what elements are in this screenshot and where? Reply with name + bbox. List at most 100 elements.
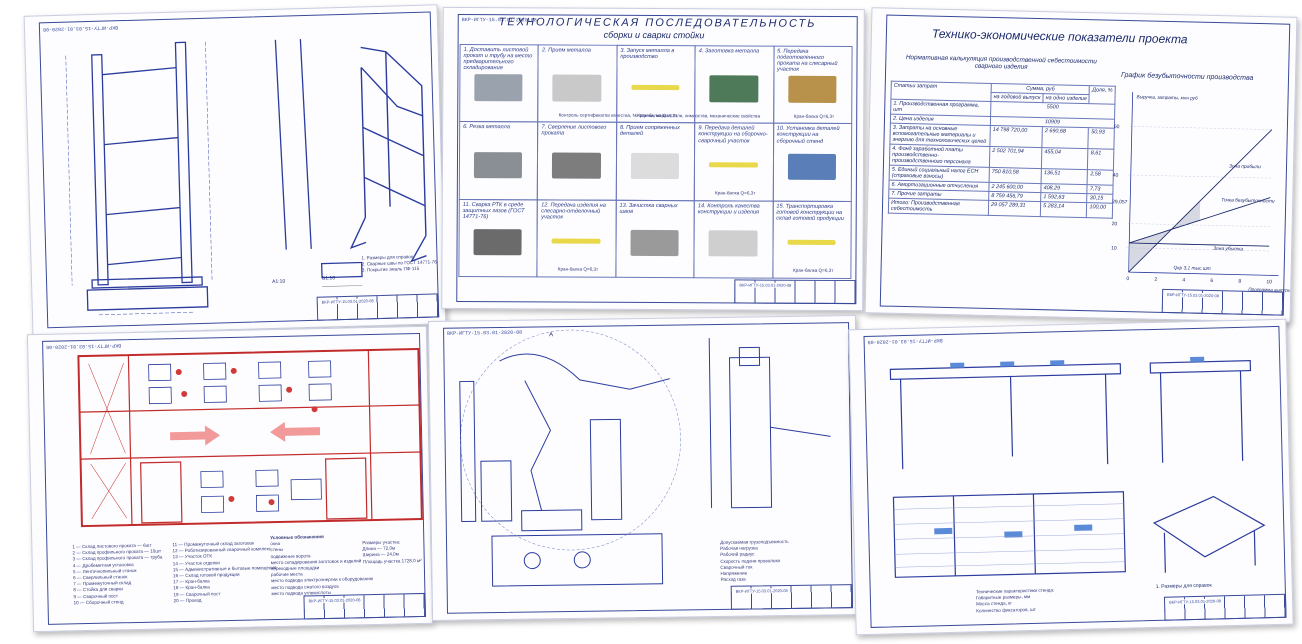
step-label: 7. Сверление листового проката: [541, 124, 607, 138]
step-label: 13. Зачистка сварных швов: [619, 202, 678, 215]
title-block: ВКР-ИГТУ-15.03.01-2020-08: [316, 293, 440, 321]
title-block: ВКР-ИГТУ-15.03.01-2020-08: [734, 279, 857, 305]
step-illustration: [787, 76, 837, 103]
drawing-sheet-layout[interactable]: ВКР-ИГТУ-15.03.01-2020-08: [26, 325, 434, 633]
sequence-step: 14. Контроль качества конструкции и изде…: [693, 199, 774, 279]
step-label: 9. Передача деталей конструкции на сборо…: [698, 125, 768, 145]
drawing-sheet-robot[interactable]: ВКР-ИГТУ-15.03.01-2020-08 A Допускаемая …: [427, 315, 861, 621]
sequence-step: 6. Резка металла: [458, 121, 539, 201]
title-block: ВКР-ИГТУ-15.03.01-2020-08: [1163, 593, 1287, 621]
y-tick-label: 20: [1112, 221, 1118, 227]
gridline: [1128, 174, 1271, 179]
step-label: 11. Сварка РТК в среде защитных газов (Г…: [462, 201, 525, 221]
x-axis-label: Программа выпуска, тыс. шт: [1248, 287, 1296, 293]
step-illustration: [552, 152, 601, 179]
sequence-title: ТЕХНОЛОГИЧЕСКАЯ ПОСЛЕДОВАТЕЛЬНОСТЬ: [498, 16, 817, 30]
title-block: ВКР-ИГТУ-15.03.01-2020-08: [730, 584, 853, 610]
step-label: 1. Доставить листовой прокат и трубу на …: [463, 47, 533, 72]
layout-dimensions: Размеры участка: Длина — 72,0м Ширина — …: [362, 539, 421, 565]
spec-line: Скорость подачи проволоки: [720, 557, 781, 564]
y-axis: [1128, 92, 1134, 273]
sequence-step: 5. Передача подготовленного проката на с…: [772, 45, 853, 125]
x-tick-label: 10: [1266, 279, 1272, 285]
sequence-step: 7. Сверление листового проката: [537, 121, 617, 201]
step-label: 3. Запуск металла в производство: [620, 47, 675, 61]
y-tick-label: 40: [1113, 173, 1119, 179]
step-illustration: [709, 75, 759, 103]
dimension-line: Площадь участка 1728,0 м²: [362, 557, 422, 564]
chart-annotation: Зона убытка: [1213, 246, 1243, 253]
gridline: [1127, 223, 1270, 227]
y-axis-label: Выручка, затраты, млн руб: [1137, 94, 1199, 100]
sequence-step: 10. Установка деталей конструкции на сбо…: [772, 122, 853, 202]
drawing-sheet-sequence[interactable]: ВКР-ИГТУ-15.03.01-2020-08 ТЕХНОЛОГИЧЕСКА…: [441, 6, 865, 312]
step-label: 8. Прием сопряженных деталей: [619, 125, 680, 138]
step-caption: Кран-балка Q=6,3т: [714, 190, 756, 196]
sequence-step: 13. Зачистка сварных швов: [615, 199, 695, 279]
chart-annotation: Зона прибыли: [1229, 164, 1261, 171]
drawing-sheet-economics[interactable]: Технико-экономические показатели проекта…: [864, 7, 1298, 323]
stand-notes: Технические характеристики стенда: Габар…: [976, 587, 1055, 614]
title-block: ВКР-ИГТУ-15.03.01-2020-08: [303, 592, 426, 620]
x-tick-label: 4: [1182, 277, 1185, 283]
x-tick-label: 6: [1210, 278, 1213, 284]
x-tick-label: 2: [1154, 277, 1157, 283]
y-tick-label: 29,057: [1112, 199, 1128, 205]
layout-legend-symbols: Условные обозначения окна стены подвижны…: [270, 533, 373, 597]
drawing-sheet-stand[interactable]: ВКР-ИГТУ-15.03.01-2020-08: [848, 318, 1294, 636]
step-illustration: [787, 153, 837, 180]
sequence-subtitle: сборки и сварки стойки: [603, 29, 705, 41]
y-tick-label: 10: [1111, 245, 1117, 251]
step-caption: Кран-балка Q=6,3т: [637, 112, 678, 118]
step-label: 14. Контроль качества конструкции и изде…: [697, 202, 760, 216]
step-label: 4. Заготовка металла: [698, 48, 760, 55]
step-illustration: [551, 238, 601, 245]
step-caption: Кран-балка Q=6,3т: [557, 266, 599, 272]
y-tick-label: 60: [1114, 124, 1120, 130]
sequence-step: 15. Транспортировка готовой конструкции …: [771, 200, 852, 280]
step-label: 12. Передача изделия на слесарно-отделоч…: [541, 202, 606, 221]
step-grid: 1. Доставить листовой прокат и трубу на …: [458, 43, 853, 280]
gridline: [1129, 126, 1272, 130]
step-illustration: [631, 84, 680, 90]
step-illustration: [787, 240, 836, 246]
series-line: [1129, 242, 1270, 247]
step-illustration: [474, 74, 523, 101]
drawing-sheet-frame[interactable]: ВКР-ИГТУ-15.03.01-2020-08: [23, 4, 447, 336]
stand-drawing: [889, 356, 1266, 578]
layout-legend-mid: 11 — Промежуточный склад заготовок 12 — …: [172, 540, 277, 604]
step-label: 10. Установка деталей конструкции на сбо…: [776, 125, 840, 145]
sequence-step: 4. Заготовка металла: [694, 45, 775, 124]
x-tick-label: 8: [1238, 279, 1241, 285]
title-block: ВКР-ИГТУ-15.03.01-2020-08: [1161, 288, 1285, 316]
workshop-plan: [77, 348, 423, 528]
spec-line: Расход газа: [720, 576, 746, 583]
series-line: [1129, 197, 1271, 244]
step-illustration: [630, 229, 679, 257]
step-illustration: [709, 162, 758, 168]
layout-legend-left: 1 — Склад листового проката — 6шт 2 — Ск…: [72, 542, 163, 606]
section-a-label: A1:10: [272, 278, 286, 286]
sequence-step: 11. Сварка РТК в среде защитных газов (Г…: [458, 198, 539, 278]
step-illustration: [473, 151, 523, 179]
sequence-step: 8. Прием сопряженных деталей: [615, 122, 696, 201]
chart-annotation: Точка безубыточности: [1221, 197, 1275, 204]
sequence-step: 1. Доставить листовой прокат и трубу на …: [459, 43, 539, 123]
x-tick-label: 0: [1126, 276, 1129, 282]
step-illustration: [630, 152, 680, 180]
step-illustration: [708, 230, 758, 257]
step-label: 2. Прием металла: [541, 47, 591, 54]
step-label: 5. Передача подготовленного проката на с…: [777, 48, 838, 74]
chart-annotation: Qкр 3,1 тыс.шт: [1173, 265, 1210, 272]
step-caption: Кран-балка Q=6,3т: [792, 267, 834, 274]
robot-drawing: [459, 329, 831, 587]
step-illustration: [552, 74, 602, 102]
x-axis: [1128, 271, 1279, 276]
step-label: 15. Транспортировка готовой конструкции …: [776, 203, 844, 222]
step-caption: Кран-балка Q=6,3т: [793, 113, 835, 119]
step-label: 6. Резка металла: [463, 124, 510, 131]
drawing-notes: 1. Размеры для справок 2. Сварные швы по…: [361, 253, 437, 274]
